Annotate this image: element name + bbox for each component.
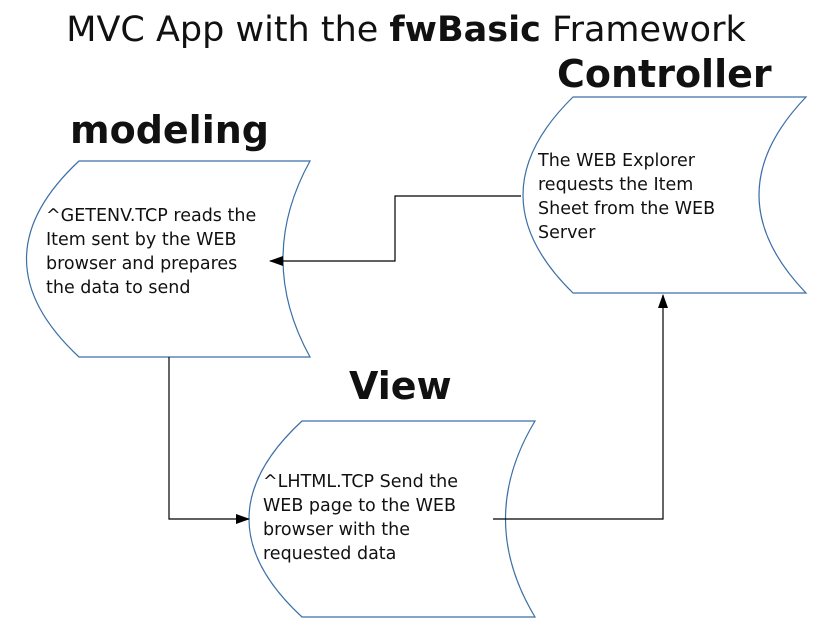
connector-view-to-controller (493, 294, 668, 520)
controller-description: The WEB Explorer requests the Item Sheet… (538, 151, 716, 243)
controller-heading: Controller (557, 52, 772, 96)
diagram-title: MVC App with the fwBasic Framework (0, 10, 812, 50)
title-prefix: MVC App with the (66, 10, 390, 50)
controller-shape (522, 96, 808, 294)
connector-model-to-view (168, 357, 250, 524)
connector-controller-to-model (269, 195, 521, 266)
view-heading: View (349, 364, 452, 408)
model-shape (26, 160, 312, 358)
view-shape (248, 420, 537, 618)
view-description: ^LHTML.TCP Send the WEB page to the WEB … (263, 472, 459, 564)
model-heading: modeling (70, 108, 269, 152)
title-bold: fwBasic (389, 10, 541, 50)
title-suffix: Framework (540, 10, 746, 50)
model-description: ^GETENV.TCP reads the Item sent by the W… (46, 206, 257, 298)
